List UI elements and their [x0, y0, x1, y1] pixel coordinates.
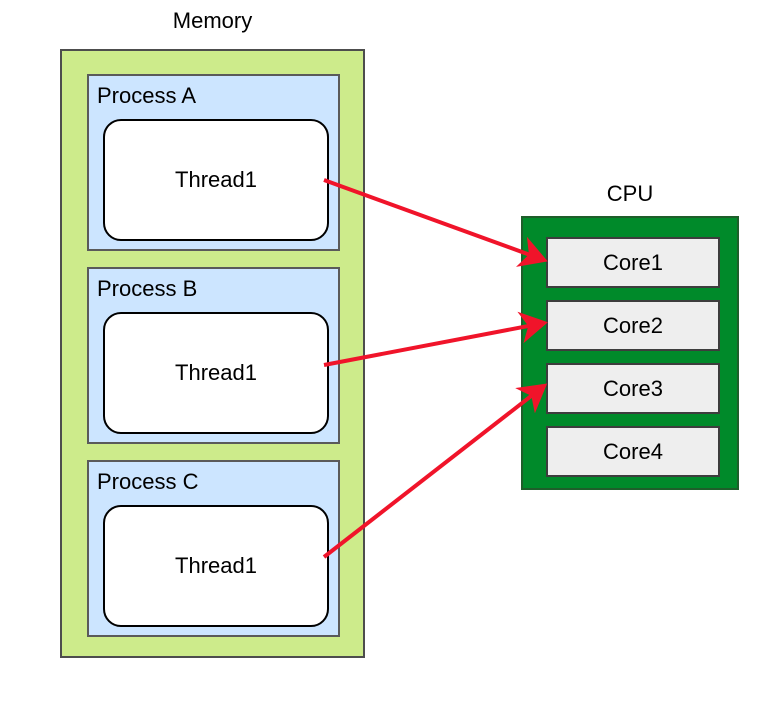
process-b-thread1[interactable]: Thread1: [103, 312, 329, 434]
thread-label: Thread1: [175, 553, 257, 578]
core-label: Core3: [603, 375, 663, 401]
process-c-box: Process C Thread1: [87, 460, 340, 637]
process-a-label: Process A: [97, 83, 197, 108]
core-3[interactable]: Core3: [546, 363, 720, 414]
thread-label: Thread1: [175, 360, 257, 385]
edge-thread-b-to-core2: [323, 311, 548, 367]
process-b-box: Process B Thread1: [87, 267, 340, 444]
edge-thread-c-to-core3: [322, 383, 548, 559]
memory-title: Memory: [172, 8, 253, 33]
process-c-thread1[interactable]: Thread1: [103, 505, 329, 627]
process-a-box: Process A Thread1: [87, 74, 340, 251]
core-1[interactable]: Core1: [546, 237, 720, 288]
core-label: Core2: [603, 312, 663, 338]
thread-label: Thread1: [175, 167, 257, 192]
process-c-label: Process C: [97, 469, 199, 494]
cpu-container: Core1 Core2 Core3 Core4: [521, 216, 739, 490]
core-4[interactable]: Core4: [546, 426, 720, 477]
core-label: Core1: [603, 249, 663, 275]
edge-thread-a-to-core1: [323, 178, 548, 267]
process-a-thread1[interactable]: Thread1: [103, 119, 329, 241]
cpu-title: CPU: [606, 181, 654, 206]
core-label: Core4: [603, 438, 663, 464]
process-b-label: Process B: [97, 276, 198, 301]
